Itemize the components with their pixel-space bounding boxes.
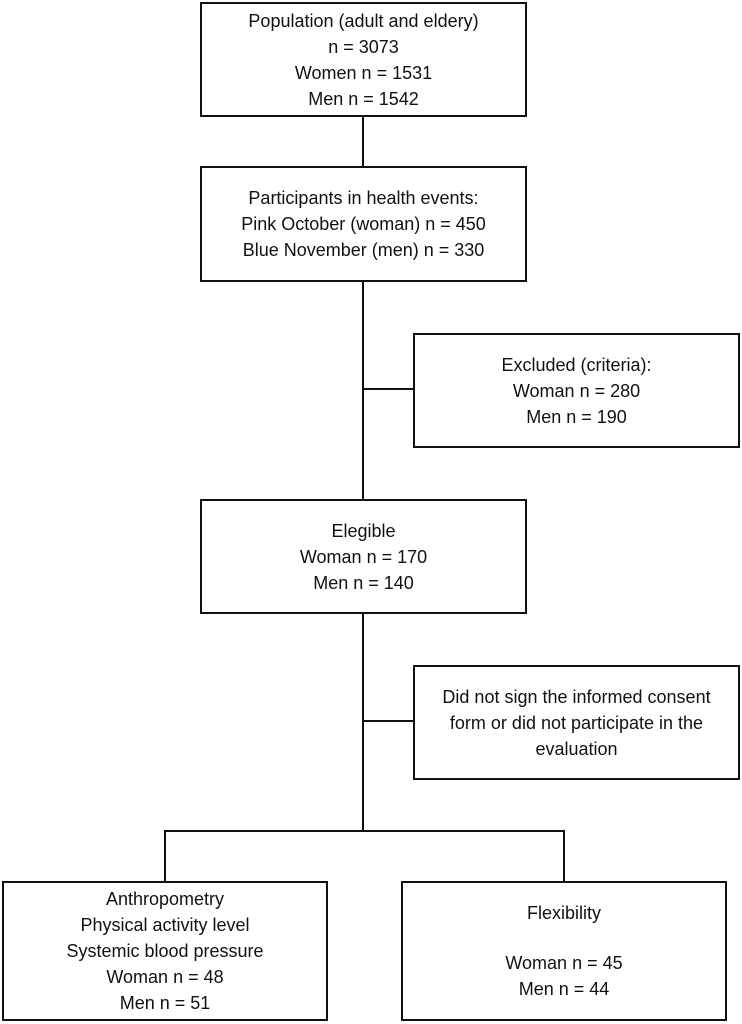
population-total: n = 3073 (328, 36, 399, 57)
participants-box: Participants in health events: Pink Octo… (200, 166, 527, 282)
flexibility-title: Flexibility (526, 903, 601, 923)
excluded-title: Excluded (criteria): (501, 354, 652, 375)
participants-pink-october: Pink October (woman) n = 450 (241, 214, 486, 234)
population-title: Population (adult and eldery) (248, 10, 479, 31)
no-consent-line-1: Did not sign the informed consent (442, 686, 711, 707)
flexibility-woman: Woman n = 45 (505, 953, 623, 973)
population-women: Women n = 1531 (294, 62, 433, 83)
eligible-title: Elegible (331, 520, 396, 541)
anthropometry-activity: Physical activity level (80, 915, 250, 935)
flexibility-men: Men n = 44 (518, 979, 610, 999)
anthropometry-blood-pressure: Systemic blood pressure (66, 941, 264, 961)
anthropometry-box: Anthropometry Physical activity level Sy… (2, 881, 328, 1021)
no-consent-line-3: evaluation (535, 738, 618, 759)
population-men: Men n = 1542 (308, 88, 419, 109)
eligible-box: Elegible Woman n = 170 Men n = 140 (200, 499, 527, 614)
population-box: Population (adult and eldery) n = 3073 W… (200, 2, 527, 117)
excluded-men: Men n = 190 (526, 406, 627, 427)
eligible-men: Men n = 140 (313, 572, 414, 593)
flexibility-box: Flexibility Woman n = 45 Men n = 44 (401, 881, 727, 1021)
no-consent-box: Did not sign the informed consent form o… (413, 665, 740, 780)
participants-title: Participants in health events: (248, 188, 479, 208)
eligible-woman: Woman n = 170 (299, 546, 428, 567)
anthropometry-title: Anthropometry (105, 889, 225, 909)
participants-blue-november: Blue November (men) n = 330 (242, 240, 485, 260)
anthropometry-woman: Woman n = 48 (106, 967, 224, 987)
anthropometry-men: Men n = 51 (119, 993, 211, 1013)
no-consent-line-2: form or did not participate in the (449, 712, 704, 733)
excluded-box: Excluded (criteria): Woman n = 280 Men n… (413, 333, 740, 448)
excluded-woman: Woman n = 280 (512, 380, 641, 401)
